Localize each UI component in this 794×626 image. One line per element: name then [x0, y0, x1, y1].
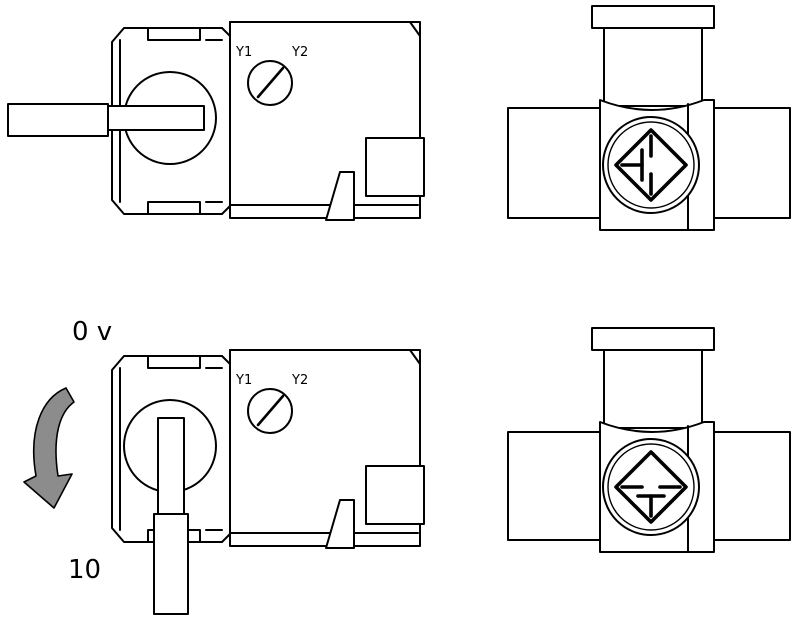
valve-cap: [591, 5, 715, 29]
pipe-left: [507, 107, 601, 219]
release-tab[interactable]: [325, 171, 355, 221]
lever-horizontal[interactable]: [7, 103, 109, 137]
actuator-top: Y1 Y2: [7, 21, 425, 221]
terminal-label-y2: Y2: [291, 373, 308, 388]
lever-shaft: [107, 105, 205, 131]
valve-neck: [603, 349, 703, 429]
flow-symbol-diamond-arrows-icon: [614, 450, 688, 524]
connector-box: [365, 137, 425, 197]
lever-shaft: [157, 417, 185, 519]
flow-indicator-circle: [602, 116, 700, 214]
voltage-end-label: 10: [68, 555, 101, 585]
lever-vertical[interactable]: [153, 513, 189, 615]
pipe-left: [507, 431, 601, 541]
terminal-label-y1: Y1: [235, 373, 252, 388]
terminal-label-y1: Y1: [235, 45, 252, 60]
valve-neck: [603, 27, 703, 107]
release-tab[interactable]: [325, 499, 355, 549]
flow-indicator-circle: [602, 438, 700, 536]
valve-cap: [591, 327, 715, 351]
pipe-right: [713, 107, 791, 219]
connector-box: [365, 465, 425, 525]
voltage-start-label: 0 v: [72, 317, 112, 347]
valve-top: [507, 5, 791, 231]
valve-bottom: [507, 327, 791, 553]
flow-symbol-diamond-arrows-icon: [614, 128, 688, 202]
actuator-bottom: Y1 Y2: [111, 349, 425, 615]
rotation-arrow-icon: [23, 387, 75, 509]
pipe-right: [713, 431, 791, 541]
terminal-label-y2: Y2: [291, 45, 308, 60]
